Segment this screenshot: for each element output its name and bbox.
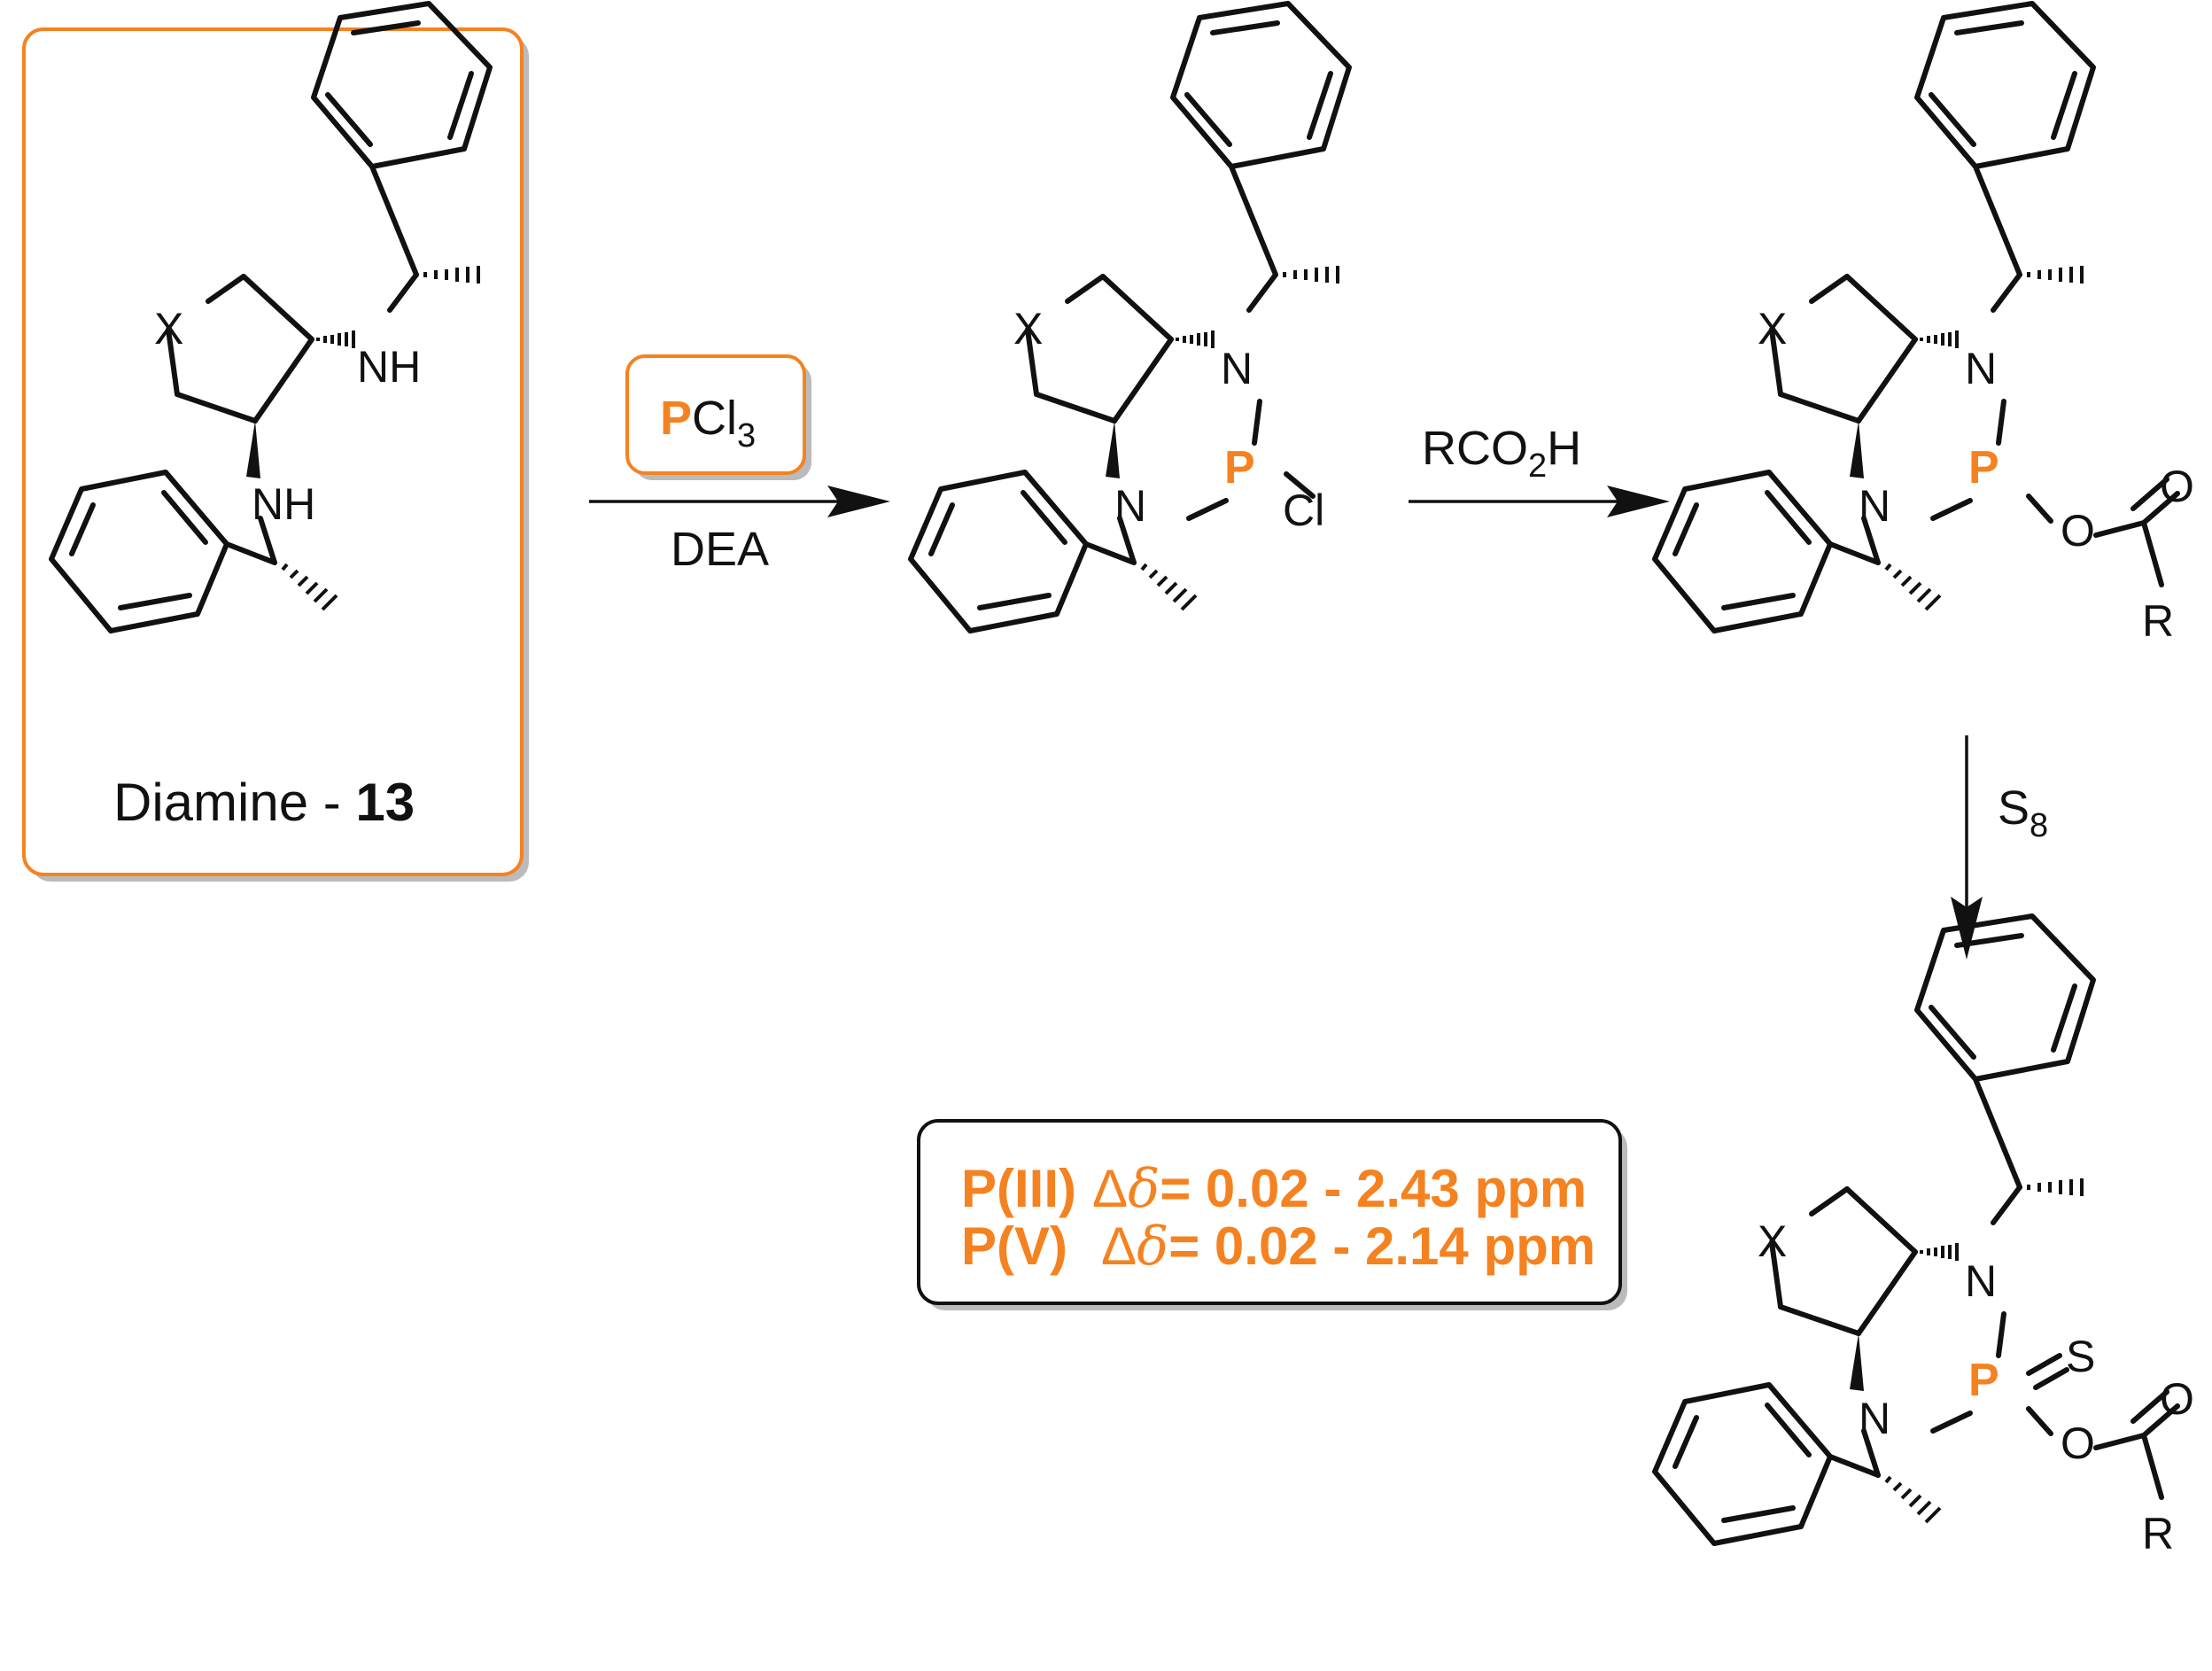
n-upper-atom: N — [1965, 1256, 1997, 1306]
pcl3-reagent-box — [625, 354, 811, 480]
n-upper-atom: N — [1965, 344, 1997, 393]
p5-shift-range: P(V)Δδ= 0.02 - 2.14 ppm — [961, 1216, 1595, 1278]
step2-arrow — [1409, 486, 1670, 517]
step1-arrow — [589, 486, 890, 517]
n-lower-atom: N — [1859, 1394, 1890, 1443]
chlorine-atom: Cl — [1283, 486, 1324, 535]
p3-shift-range: P(III)Δδ= 0.02 - 2.43 ppm — [961, 1158, 1587, 1220]
starting-material-box — [22, 27, 529, 882]
x-atom: X — [1758, 1216, 1787, 1266]
chlorophosphine-structure: X N N P Cl — [911, 4, 1349, 631]
s8-reagent: S8 — [1998, 781, 2048, 844]
n-upper-atom: N — [1221, 344, 1253, 393]
nh-lower-atom: NH — [252, 479, 315, 529]
sulfur-atom: S — [2066, 1332, 2095, 1381]
phosphorus-atom: P — [1968, 1355, 1999, 1406]
phosphorus-atom: P — [1224, 442, 1255, 494]
pcl3-reagent: PCl3 — [660, 392, 756, 455]
ester-oxygen-atom: O — [2061, 1418, 2095, 1468]
diamine-structure: X NH NH — [51, 4, 490, 631]
thiophosphate-structure: X N N P S O O R — [1655, 916, 2194, 1558]
carbonyl-oxygen-atom: O — [2160, 462, 2194, 511]
r-group: R — [2142, 596, 2174, 646]
x-atom: X — [1013, 304, 1043, 354]
x-atom: X — [154, 304, 183, 354]
r-group: R — [2142, 1509, 2174, 1558]
ester-oxygen-atom: O — [2061, 506, 2095, 556]
n-lower-atom: N — [1114, 481, 1146, 531]
starting-material-label: Diamine - 13 — [113, 773, 415, 832]
rco2h-reagent: RCO2H — [1422, 422, 1581, 485]
acyloxyphosphine-structure: X N N P O O R — [1655, 4, 2194, 646]
phosphorus-atom: P — [1968, 442, 1999, 494]
n-lower-atom: N — [1859, 481, 1890, 531]
chemical-shift-box — [917, 1119, 1627, 1310]
dea-condition: DEA — [671, 523, 769, 576]
carbonyl-oxygen-atom: O — [2160, 1374, 2194, 1424]
nh-upper-atom: NH — [357, 342, 421, 392]
x-atom: X — [1758, 304, 1787, 354]
